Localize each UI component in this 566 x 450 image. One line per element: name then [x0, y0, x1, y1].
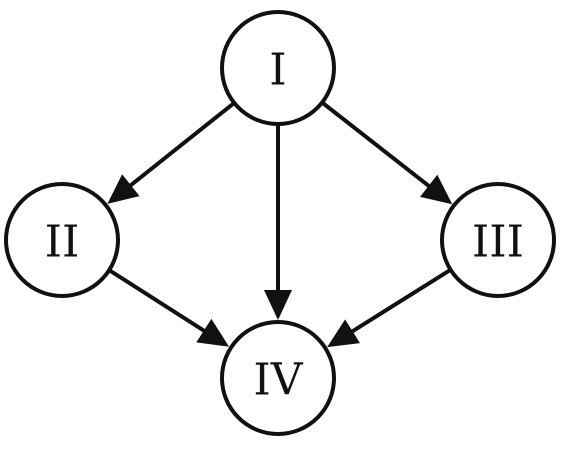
arrowhead-icon: [196, 318, 230, 347]
node-IV: IV: [220, 320, 336, 436]
edge-II-to-IV: [108, 268, 230, 347]
node-label: III: [472, 217, 524, 268]
edge-I-to-II: [107, 101, 236, 204]
edge-line: [320, 100, 432, 189]
edge-line: [128, 101, 236, 188]
node-circle: [220, 320, 336, 436]
node-label: I: [269, 45, 286, 96]
arrowhead-icon: [107, 174, 140, 204]
arrowhead-icon: [264, 290, 292, 320]
edge-I-to-III: [320, 100, 453, 205]
node-I: I: [220, 10, 336, 126]
edge-line: [349, 268, 452, 334]
node-circle: [4, 182, 120, 298]
arrowhead-icon: [327, 319, 360, 348]
node-III: III: [440, 182, 556, 298]
edge-line: [108, 268, 207, 334]
edges-layer: [107, 100, 453, 348]
arrowhead-icon: [420, 174, 453, 205]
edge-I-to-IV: [264, 124, 292, 320]
node-label: II: [45, 217, 80, 268]
node-II: II: [4, 182, 120, 298]
node-label: IV: [253, 355, 303, 406]
node-circle: [440, 182, 556, 298]
node-circle: [220, 10, 336, 126]
edge-III-to-IV: [327, 268, 452, 348]
